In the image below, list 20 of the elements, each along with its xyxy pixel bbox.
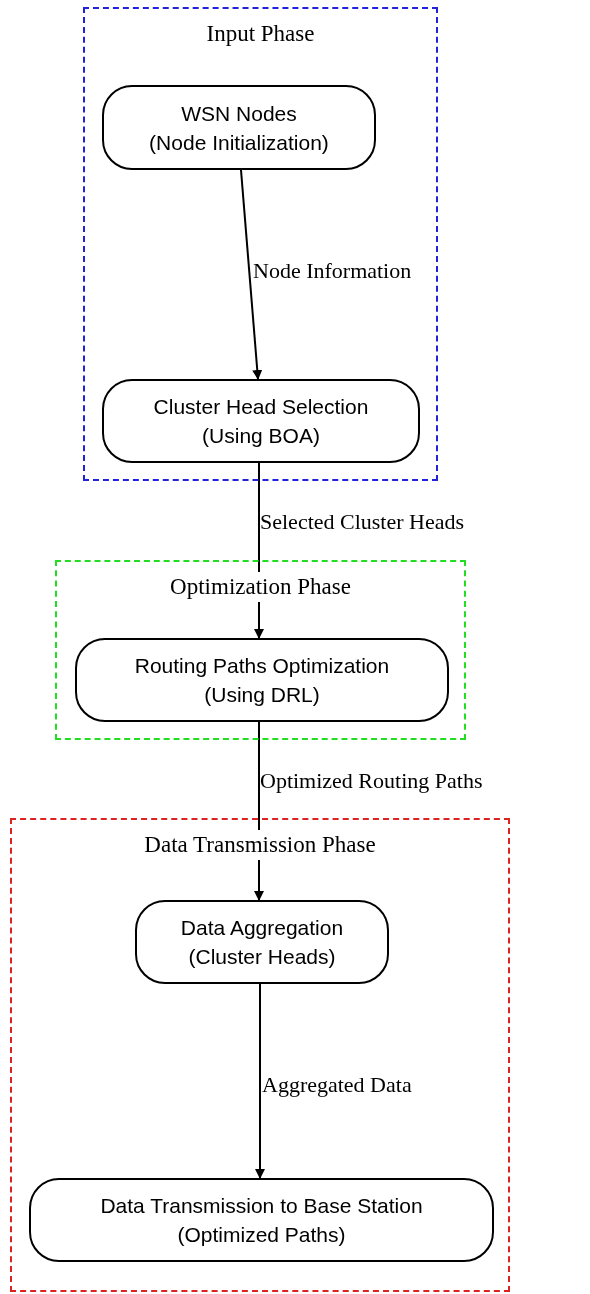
process-box [75, 638, 449, 722]
process-box [102, 85, 376, 170]
arrow [255, 983, 265, 1179]
node-label: (Using BOA) [202, 423, 320, 449]
node-label: Routing Paths Optimization [134, 653, 390, 679]
node-label: Data Aggregation [180, 915, 344, 941]
node-label: Cluster Head Selection [153, 394, 369, 420]
phase-group [83, 7, 438, 481]
node-label: WSN Nodes [181, 100, 297, 127]
node-label: (Optimized Paths) [177, 1222, 346, 1248]
node-label: Data Transmission to Base Station [100, 1193, 423, 1219]
phase-group [10, 818, 510, 1292]
node-label: (Using DRL) [204, 682, 320, 708]
node-label: (Node Initialization) [149, 129, 329, 156]
process-box [102, 379, 420, 463]
node-label: (Cluster Heads) [188, 944, 336, 970]
process-box [29, 1178, 494, 1262]
process-box [135, 900, 389, 984]
phase-group [55, 560, 466, 740]
arrow [240, 169, 263, 380]
